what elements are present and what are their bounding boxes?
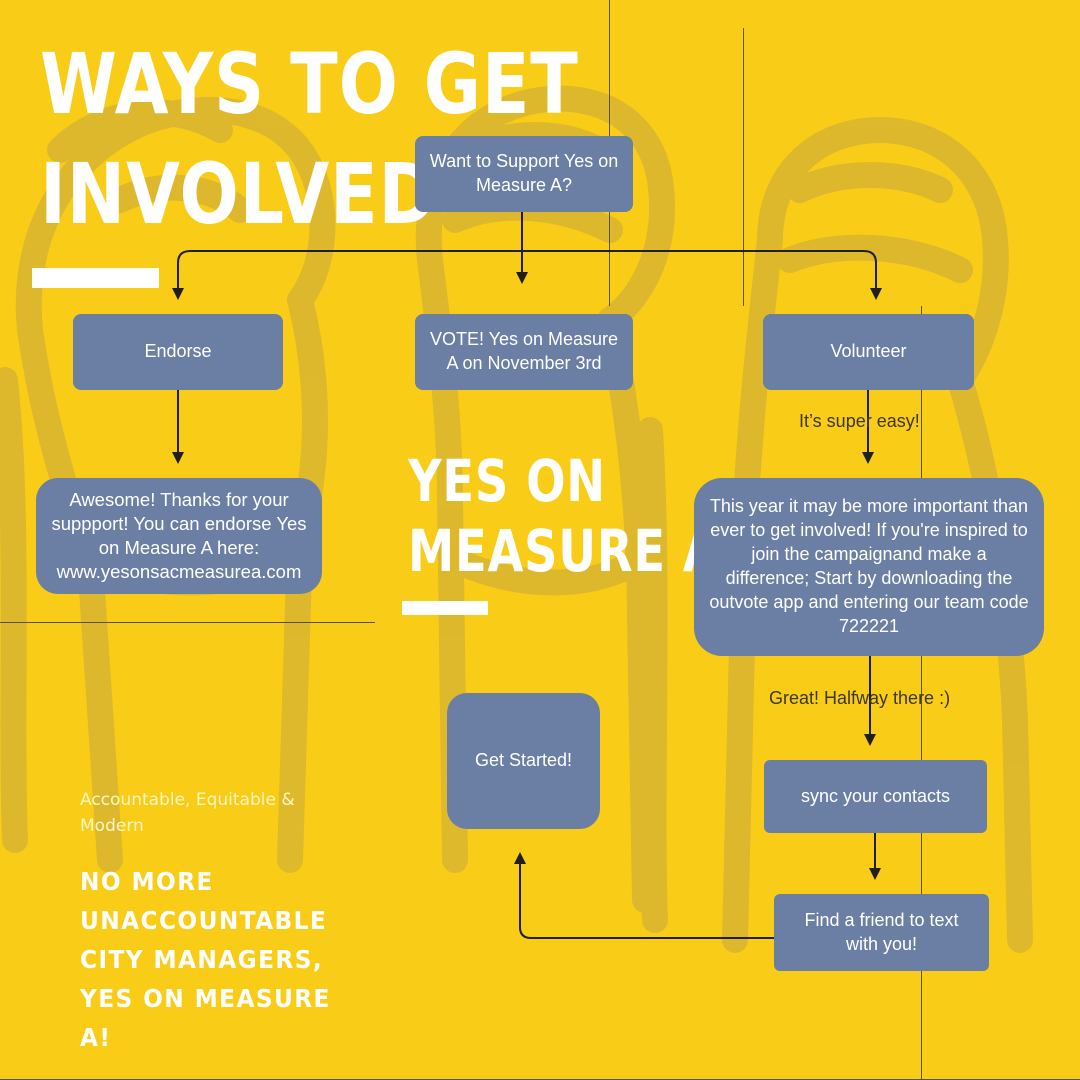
get-started-label: Get Started! <box>474 750 573 771</box>
endorse-box: Endorse <box>73 314 283 390</box>
vote-box: VOTE! Yes on Measure A on November 3rd <box>415 314 633 390</box>
slogan: NO MORE UNACCOUNTABLE CITY MANAGERS, YES… <box>80 867 331 1052</box>
endorse-detail-text: Awesome! Thanks for your suppport! You c… <box>51 488 307 583</box>
volunteer-box: Volunteer <box>763 314 974 390</box>
connector-start-to-volunteer <box>522 250 882 300</box>
page-title-line-1: WAYS TO GET <box>40 35 579 133</box>
get-started-box: Get Started! <box>447 693 600 829</box>
start-question-text: Want to Support Yes on Measure A? <box>429 151 619 195</box>
title-accent-bar <box>32 268 159 288</box>
volunteer-label: Volunteer <box>830 341 907 362</box>
connector-friend-to-start <box>514 852 774 939</box>
guide-line-vertical-3 <box>921 306 922 1080</box>
measure-heading-line-1: YES ON <box>408 447 606 515</box>
endorse-label: Endorse <box>144 341 212 362</box>
vote-label: VOTE! Yes on Measure A on November 3rd <box>429 329 619 373</box>
measure-accent-bar <box>402 601 488 615</box>
sync-contacts-label: sync your contacts <box>800 785 951 806</box>
note-halfway: Great! Halfway there :) <box>769 688 951 708</box>
find-friend-box: Find a friend to text with you! <box>774 894 989 971</box>
note-super-easy: It’s super easy! <box>799 411 920 431</box>
measure-heading-line-2: MEASURE A <box>408 517 720 585</box>
tagline: Accountable, Equitable & Modern <box>80 790 295 837</box>
sync-contacts-box: sync your contacts <box>764 760 987 833</box>
find-friend-label: Find a friend to text with you! <box>804 909 959 954</box>
start-question-box: Want to Support Yes on Measure A? <box>415 136 633 212</box>
volunteer-detail-box: This year it may be more important than … <box>694 478 1044 656</box>
volunteer-detail-text: This year it may be more important than … <box>709 496 1029 636</box>
page-title-line-2: INVOLVED <box>40 145 438 243</box>
guide-line-horizontal-1 <box>0 622 375 623</box>
connector-start-to-endorse <box>172 250 522 300</box>
guide-line-vertical-2 <box>743 28 744 306</box>
endorse-detail-box: Awesome! Thanks for your suppport! You c… <box>36 478 322 594</box>
